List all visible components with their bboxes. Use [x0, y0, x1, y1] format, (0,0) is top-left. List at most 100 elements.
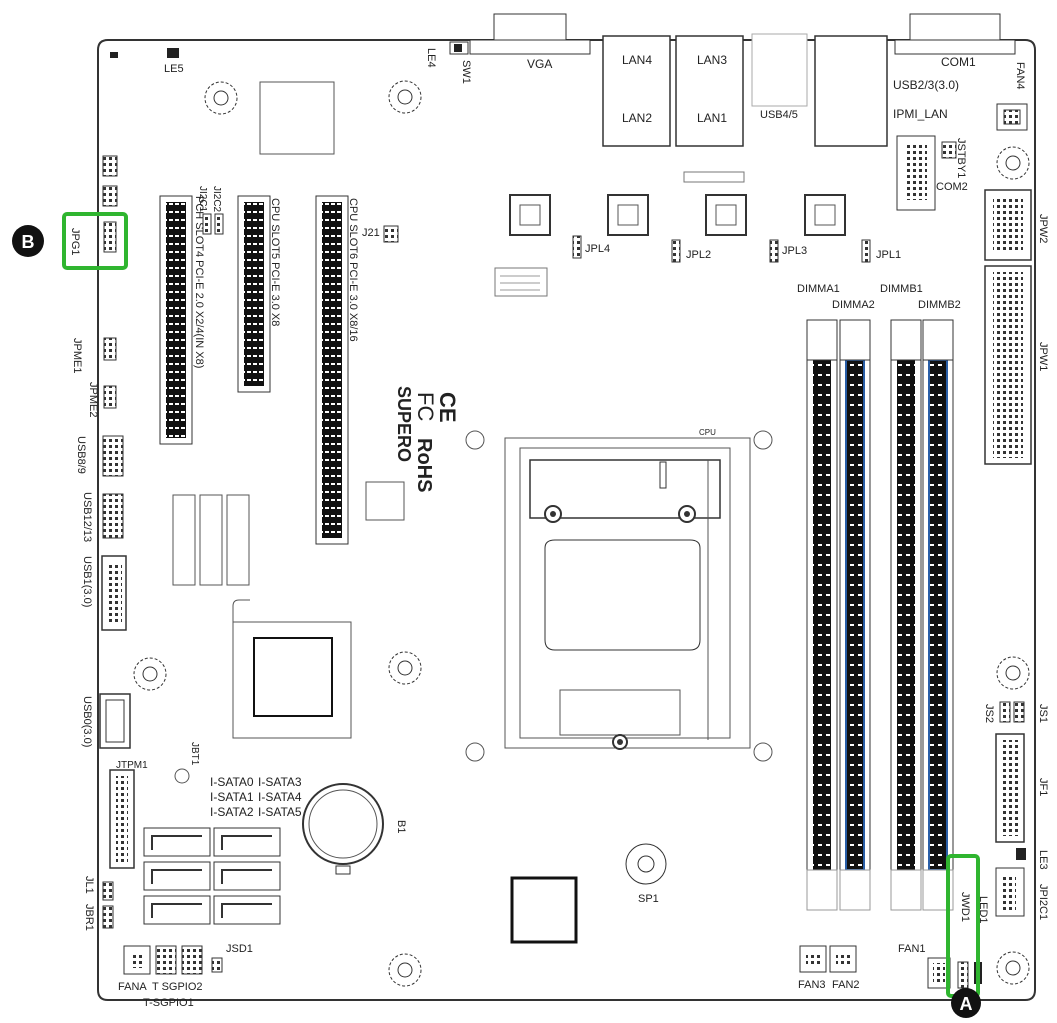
jwd1-label: JWD1: [959, 892, 971, 922]
jpw2-label: JPW2: [1037, 214, 1049, 243]
mounting-hole: [388, 80, 422, 114]
jl1-header: [102, 881, 114, 901]
usb1213-label: USB12/13: [81, 492, 93, 542]
ipmi-lan-port: [814, 35, 888, 147]
jbr1-jumper: [102, 905, 114, 929]
bmc-chip: [259, 81, 335, 155]
jpme2-label: JPME2: [87, 382, 99, 417]
svg-text:A: A: [960, 994, 973, 1014]
standoff: [753, 742, 773, 762]
jpl3-label: JPL3: [782, 245, 807, 257]
fan2-label: FAN2: [832, 979, 860, 991]
tsgpio2-header: [181, 945, 203, 975]
mounting-hole: [133, 657, 167, 691]
usb0-label: USB0(3.0): [81, 696, 93, 747]
usb89-header: [102, 435, 124, 477]
ji2c1-header: [202, 213, 212, 235]
mounting-hole: [388, 651, 422, 685]
isata3-label: I-SATA3: [258, 775, 302, 789]
cpu-slot6-label: CPU SLOT6 PCI-E 3.0 X8/16: [347, 198, 359, 342]
sp1-label: SP1: [638, 893, 659, 905]
jpw1-label: JPW1: [1037, 342, 1049, 371]
m2-area: [172, 494, 250, 586]
dimm-slot-a2: [839, 319, 871, 911]
jpl4-jumper: [572, 235, 582, 259]
standoff: [465, 430, 485, 450]
vga-label: VGA: [527, 57, 552, 71]
lan-port-block-1: [602, 35, 671, 147]
highlight-jpg1: [62, 212, 128, 270]
buzzer-sp1: [625, 843, 667, 885]
dimm-slot-b1: [890, 319, 922, 911]
lan2-label: LAN2: [622, 111, 652, 125]
fan1-label: FAN1: [898, 943, 926, 955]
super-io-chip: [510, 876, 578, 944]
mounting-hole: [204, 81, 238, 115]
lan1-label: LAN1: [697, 111, 727, 125]
js1-jumper: [1013, 701, 1025, 723]
pch-chip: [253, 637, 333, 717]
ji2c2-label: JI2C2: [211, 186, 222, 213]
le4-label: LE4: [425, 48, 437, 68]
callout-b: B: [12, 225, 44, 257]
usb1-label: USB1(3.0): [81, 556, 93, 607]
isata2-label: I-SATA2: [210, 805, 254, 819]
ce-mark: CE: [435, 392, 460, 423]
rohs-mark: RoHS: [413, 438, 435, 492]
lan3-label: LAN3: [697, 53, 727, 67]
js2-jumper: [999, 701, 1011, 723]
pch-slot4-label: PCH SLOT4 PCI-E 2.0 X2/4(IN X8): [193, 196, 205, 368]
mounting-hole: [388, 953, 422, 987]
jpl2-jumper: [671, 239, 681, 263]
jpl2-label: JPL2: [686, 249, 711, 261]
jpl4-label: JPL4: [585, 243, 610, 255]
b1-label: B1: [395, 820, 407, 833]
isata0-label: I-SATA0: [210, 775, 254, 789]
vga-connector: [469, 39, 591, 55]
js1-label: JS1: [1037, 704, 1049, 723]
dimma2-label: DIMMA2: [832, 299, 875, 311]
fana-header: [123, 945, 151, 975]
standoff: [465, 742, 485, 762]
small-header: [102, 185, 118, 207]
mounting-hole: [996, 951, 1030, 985]
pcie-slot5: [237, 195, 271, 393]
le5-led: [167, 48, 179, 58]
ji2c2-header: [214, 213, 224, 235]
j21-label: J21: [362, 227, 380, 239]
sw1-label: SW1: [460, 60, 472, 84]
battery-b1: [302, 783, 384, 875]
usb45-label: USB4/5: [760, 109, 798, 121]
usb89-label: USB8/9: [75, 436, 87, 474]
jpg1-jumper: [103, 221, 117, 253]
usb23-label: USB2/3(3.0): [893, 78, 959, 92]
com1-connector: [894, 39, 1016, 55]
com2-label: COM2: [936, 181, 968, 193]
dimm-slot-b2: [922, 319, 954, 911]
cpu-socket: [504, 437, 751, 750]
le5-label: LE5: [164, 63, 184, 75]
sata-port: [213, 861, 281, 891]
jpl1-label: JPL1: [876, 249, 901, 261]
mounting-hole: [996, 656, 1030, 690]
dimma1-label: DIMMA1: [797, 283, 840, 295]
callout-a: A: [951, 988, 981, 1018]
tsgpio2-label: T SGPIO2: [152, 981, 203, 993]
ji2c1-label: JI2C1: [197, 186, 208, 213]
sata-port: [143, 827, 211, 857]
jbt1-label: JBT1: [189, 742, 200, 766]
jbr1-label: JBR1: [83, 904, 95, 931]
com1-label: COM1: [941, 55, 976, 69]
mounting-hole: [996, 146, 1030, 180]
jpl3-jumper: [769, 239, 779, 263]
le3-label: LE3: [1037, 850, 1049, 870]
jbt1-pads: [174, 768, 190, 784]
jf1-label: JF1: [1037, 778, 1049, 796]
lan-port-block-2: [675, 35, 744, 147]
fc-mark: FC: [413, 392, 438, 421]
inductor: [607, 194, 649, 236]
supermicro-logo: SUPERO: [394, 386, 414, 462]
inductor: [804, 194, 846, 236]
isata1-label: I-SATA1: [210, 790, 254, 804]
